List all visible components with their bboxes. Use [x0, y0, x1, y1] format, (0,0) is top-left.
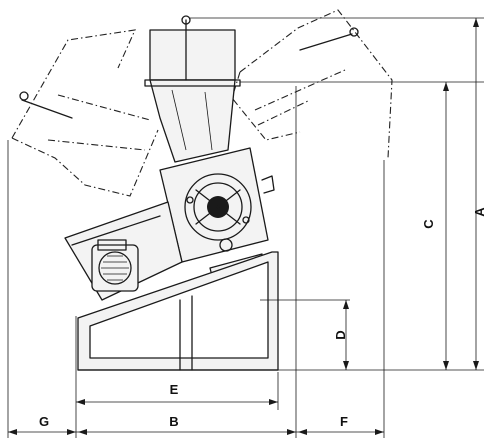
rotor-outer-ring	[184, 173, 252, 241]
left-hopper-handle-knob	[19, 91, 29, 101]
right-hopper-handle-bar	[299, 33, 353, 51]
motor	[64, 201, 183, 301]
terminal-box	[97, 239, 127, 251]
dimension-label-c: C	[421, 219, 436, 229]
cutting-head	[159, 147, 275, 263]
right-hopper-phantom	[231, 9, 393, 159]
hopper-handle-knob	[181, 15, 191, 25]
motor-fan-cover	[98, 251, 132, 285]
dimension-label-d: D	[333, 330, 348, 339]
extension-lines	[7, 17, 484, 438]
rotor-inner-ring	[193, 182, 243, 232]
hinge	[261, 175, 275, 194]
lock-knob	[219, 238, 233, 252]
upright-hopper	[144, 15, 241, 163]
frame	[77, 251, 279, 371]
dimension-label-g: G	[39, 414, 49, 429]
housing-bolt-lower	[242, 216, 250, 224]
dimension-labels: A C D E G B F	[39, 207, 484, 429]
right-hopper-handle-knob	[349, 27, 359, 37]
dimension-label-a: A	[472, 207, 484, 217]
dimension-lines	[8, 18, 479, 435]
left-hopper-phantom	[11, 29, 159, 197]
dimension-label-b: B	[169, 414, 178, 429]
dimension-label-e: E	[170, 382, 179, 397]
left-hopper-handle-bar	[21, 99, 73, 119]
hopper-flange	[144, 79, 241, 87]
housing-bolt-upper	[186, 196, 194, 204]
dimension-label-f: F	[340, 414, 348, 429]
